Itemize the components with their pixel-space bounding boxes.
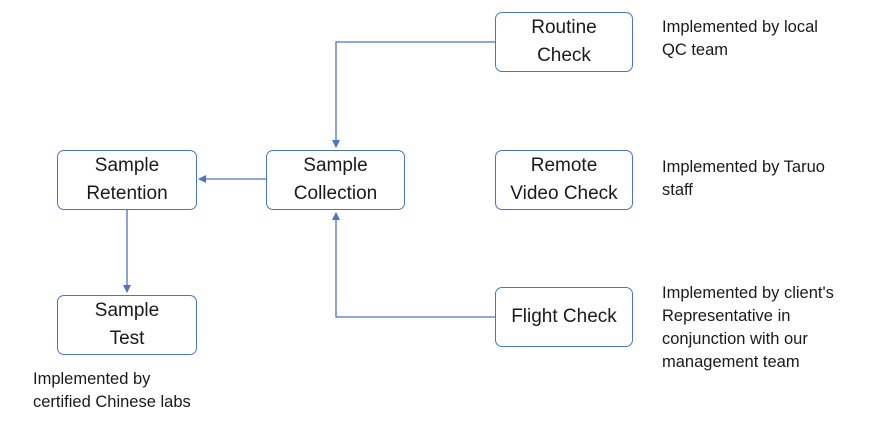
node-remote-video-check-line-2: Video Check [510,183,618,204]
note-routine-check-line-1: Implemented by local [662,18,818,36]
edge-flight-to-collection [332,212,495,318]
note-remote-video-check-line-1: Implemented by Taruo [662,158,825,176]
node-flight-check-line-1: Flight Check [511,306,617,327]
node-remote-video-check-line-1: Remote [530,155,598,176]
node-remote-video-check: Remote Video Check [495,150,633,210]
note-flight-check-line-1: Implemented by client's [662,284,834,302]
node-sample-test: Sample Test [57,295,197,355]
note-flight-check-line-2: Representative in [662,307,791,325]
node-sample-collection: Sample Collection [266,150,405,210]
note-flight-check-line-3: conjunction with our [662,330,808,348]
node-sample-retention: Sample Retention [57,150,197,210]
note-flight-check-line-4: management team [662,353,800,371]
node-routine-check-line-1: Routine [531,17,597,38]
edge-routine-to-collection [332,41,495,148]
note-routine-check: Implemented by local QC team [662,16,818,62]
node-sample-retention-line-2: Retention [86,183,168,204]
note-flight-check: Implemented by client's Representative i… [662,282,834,374]
node-sample-test-line-1: Sample [94,300,160,321]
note-sample-test-line-2: certified Chinese labs [33,393,191,411]
note-sample-test: Implemented by certified Chinese labs [33,368,191,414]
node-sample-collection-line-1: Sample [303,155,368,176]
node-sample-test-line-2: Test [109,328,145,349]
node-sample-retention-line-1: Sample [94,155,160,176]
note-remote-video-check: Implemented by Taruo staff [662,156,825,202]
node-routine-check: Routine Check [495,12,633,72]
note-sample-test-line-1: Implemented by [33,370,151,388]
node-flight-check: Flight Check [495,287,633,347]
note-remote-video-check-line-2: staff [662,181,693,199]
node-sample-collection-line-2: Collection [293,183,378,204]
node-routine-check-line-2: Check [537,45,591,66]
note-routine-check-line-2: QC team [662,41,729,59]
